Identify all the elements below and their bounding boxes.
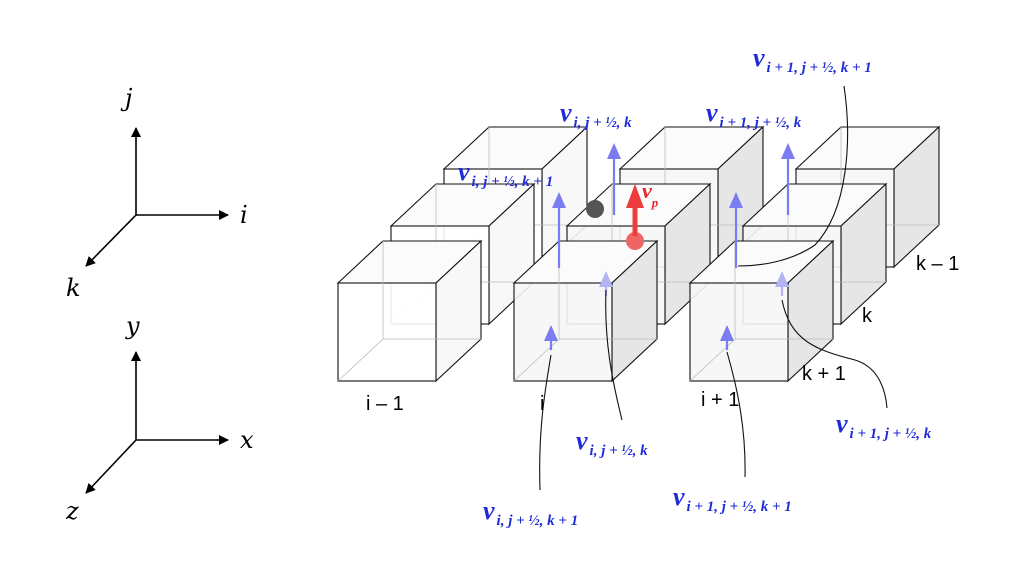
leader-bottom-left bbox=[539, 354, 552, 491]
cube-i-k-plus-1 bbox=[512, 239, 659, 383]
axis-y-label: y bbox=[125, 312, 140, 340]
v-arrow-front-right bbox=[720, 325, 734, 350]
label-i: i bbox=[540, 393, 544, 415]
label-k: k bbox=[862, 305, 873, 327]
label-i-minus-1: i – 1 bbox=[366, 393, 404, 415]
axis-i-label: i bbox=[240, 201, 248, 229]
leader-bottom-right bbox=[781, 299, 888, 409]
v-arrow-left-inner-a bbox=[552, 192, 566, 268]
cube-i-minus-1-k-plus-1 bbox=[336, 239, 483, 383]
v-arrow-top-left bbox=[607, 143, 621, 215]
axes-bottom: y x z bbox=[65, 312, 254, 525]
grid-node-dot bbox=[586, 200, 604, 218]
v-arrow-mid-right bbox=[729, 192, 743, 268]
cube-i-plus-1-k-plus-1 bbox=[688, 239, 835, 383]
axis-z-line bbox=[85, 439, 137, 494]
axis-z-label: z bbox=[65, 497, 79, 525]
leader-top-right bbox=[737, 85, 849, 267]
leader-bottom-mid bbox=[605, 289, 623, 421]
particle-group: vp bbox=[586, 178, 659, 250]
v-arrow-top-mid bbox=[781, 143, 795, 215]
axis-k-label: k bbox=[66, 274, 81, 302]
cube-front-face bbox=[513, 282, 613, 382]
label-k-plus-1: k + 1 bbox=[802, 363, 846, 385]
axis-j-label: j bbox=[120, 84, 133, 112]
v-arrow-front-left bbox=[544, 325, 558, 350]
particle-velocity-arrow bbox=[626, 184, 644, 236]
label-k-minus-1: k – 1 bbox=[916, 253, 959, 275]
v-arrow-mid-right-faded bbox=[775, 271, 789, 296]
label-i-plus-1: i + 1 bbox=[701, 389, 739, 411]
axis-x-label: x bbox=[240, 426, 254, 454]
velocity-arrows bbox=[544, 143, 795, 350]
index-labels: i – 1 i i + 1 k – 1 k k + 1 bbox=[366, 253, 959, 415]
cube-grid bbox=[336, 125, 941, 383]
cube-front-face bbox=[689, 282, 789, 382]
particle-dot bbox=[626, 232, 644, 250]
leader-curves bbox=[539, 85, 888, 491]
cube-front-face bbox=[337, 282, 437, 382]
leader-bottom-center bbox=[726, 351, 746, 478]
particle-velocity-label: vp bbox=[642, 178, 659, 210]
axes-top: j i k bbox=[66, 84, 248, 302]
cube-hidden-edge bbox=[337, 338, 384, 382]
axis-k-line bbox=[85, 214, 137, 267]
